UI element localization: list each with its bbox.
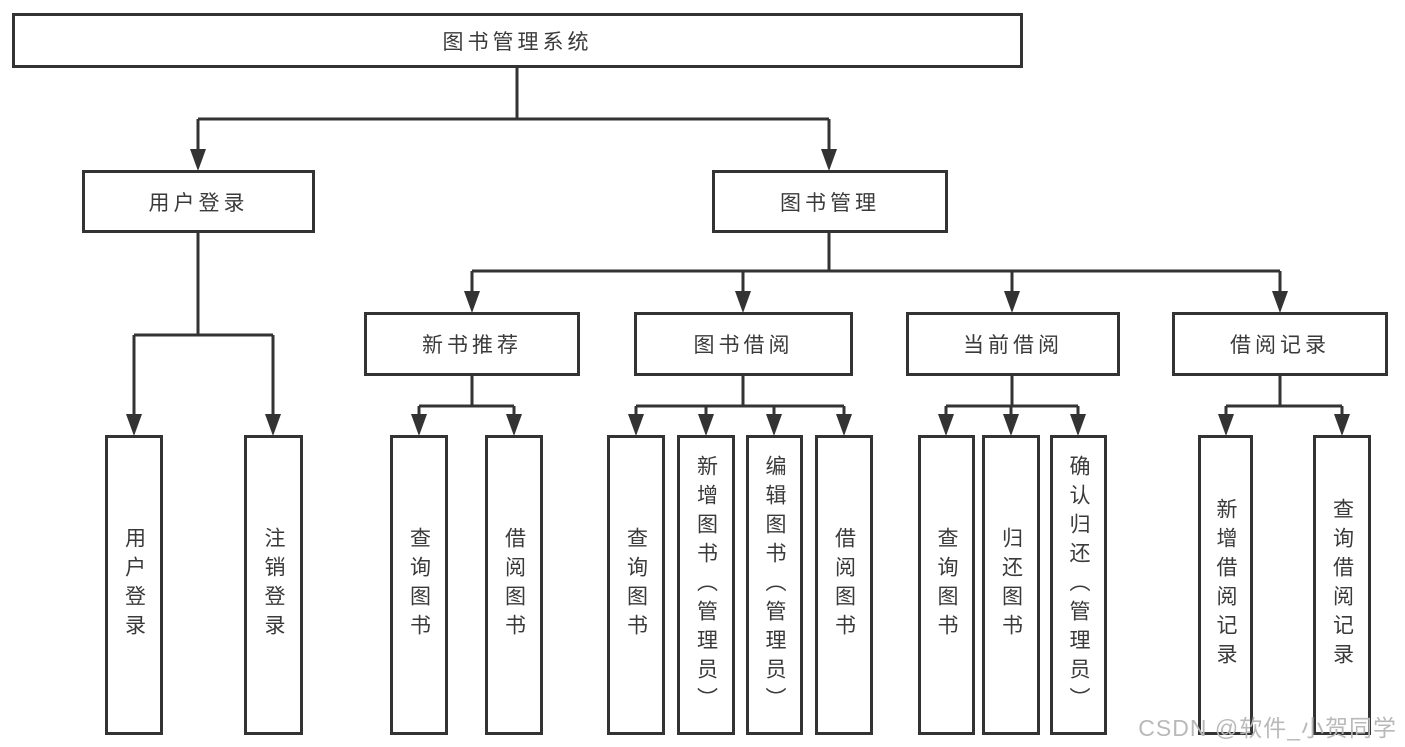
leaf-query-borrow-record: 查询借阅记录 [1313, 435, 1371, 735]
node-book-borrow: 图书借阅 [634, 312, 853, 376]
csdn-watermark: CSDN @软件_小贺同学 [1138, 715, 1397, 741]
arrowhead-icons [126, 149, 1350, 436]
node-user-login: 用户登录 [82, 170, 315, 233]
leaf-logout: 注销登录 [244, 435, 303, 735]
leaf-borrow-book-recommend: 借阅图书 [485, 435, 543, 735]
node-new-book-recommend: 新书推荐 [364, 312, 580, 376]
leaf-borrow-book: 借阅图书 [815, 435, 873, 735]
leaf-edit-book-admin: 编辑图书（管理员） [746, 435, 803, 735]
node-book-management: 图书管理 [712, 170, 948, 233]
node-borrow-records: 借阅记录 [1172, 312, 1388, 376]
leaf-user-login: 用户登录 [105, 435, 163, 735]
leaf-add-borrow-record: 新增借阅记录 [1198, 435, 1253, 735]
node-current-borrow: 当前借阅 [906, 312, 1120, 376]
leaf-query-book-borrow: 查询图书 [607, 435, 665, 735]
node-root-system: 图书管理系统 [12, 13, 1023, 68]
leaf-query-book-recommend: 查询图书 [390, 435, 448, 735]
leaf-query-book-current: 查询图书 [918, 435, 975, 735]
leaf-add-book-admin: 新增图书（管理员） [677, 435, 735, 735]
leaf-return-book: 归还图书 [982, 435, 1040, 735]
leaf-confirm-return-admin: 确认归还（管理员） [1050, 435, 1107, 735]
